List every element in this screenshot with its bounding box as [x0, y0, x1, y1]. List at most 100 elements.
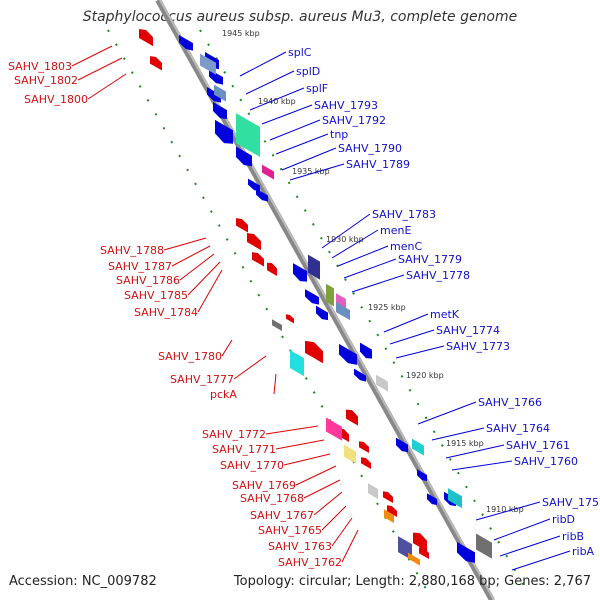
gene-box-6 — [326, 283, 334, 307]
right-gene-label: SAHV_1792 — [322, 114, 386, 127]
right-leader-line — [493, 518, 551, 541]
gene-box-20 — [272, 319, 282, 331]
right-leader-line — [389, 329, 435, 345]
gene-box-16 — [448, 488, 462, 509]
right-leader-line — [431, 427, 485, 441]
left-gene-label: SAHV_1800 — [24, 93, 88, 106]
gene-box-19 — [476, 533, 492, 559]
left-leader-line — [221, 339, 233, 357]
reverse-gene-5 — [213, 102, 227, 120]
forward-gene-7 — [286, 314, 294, 324]
forward-gene-12 — [361, 457, 371, 470]
topology-text: Topology: circular; Length: 2,880,168 bp… — [233, 574, 591, 589]
right-leader-line — [417, 401, 477, 425]
gene-box-8 — [336, 302, 350, 321]
right-gene-label: SAHV_1761 — [506, 439, 570, 452]
gene-box-1 — [200, 53, 216, 75]
right-leader-line — [383, 313, 429, 333]
gene-box-13 — [368, 483, 378, 500]
right-gene-label: ribB — [562, 530, 584, 543]
gene-box-15 — [412, 438, 424, 456]
forward-gene-8 — [305, 340, 323, 364]
right-leader-line — [261, 104, 313, 125]
right-gene-label: ribA — [572, 545, 595, 558]
right-leader-line — [321, 213, 371, 249]
right-leader-line — [337, 245, 389, 267]
gene-box-12 — [344, 444, 356, 464]
forward-gene-4 — [247, 233, 261, 251]
left-gene-label: pckA — [210, 388, 237, 401]
reverse-gene-7 — [236, 146, 252, 167]
left-leader-line — [171, 245, 211, 267]
left-gene-label: SAHV_1786 — [116, 274, 180, 287]
right-leader-line — [289, 163, 345, 181]
right-gene-label: splD — [296, 65, 320, 78]
left-leader-line — [163, 237, 207, 251]
reverse-gene-4 — [207, 87, 221, 103]
left-gene-label: SAHV_1765 — [258, 524, 322, 537]
reverse-gene-6 — [215, 119, 233, 144]
right-gene-label: SAHV_1790 — [338, 142, 402, 155]
left-gene-label: SAHV_1802 — [14, 74, 78, 87]
right-gene-label: SAHV_1773 — [446, 340, 510, 353]
left-leader-line — [77, 57, 123, 81]
forward-gene-11 — [359, 441, 369, 454]
forward-gene-9 — [346, 409, 358, 426]
left-gene-label: SAHV_1771 — [212, 443, 276, 456]
left-leader-line — [331, 517, 353, 547]
tick-track-outer-right — [199, 29, 531, 597]
forward-gene-16 — [419, 547, 429, 560]
kbp-label: 1920 kbp — [406, 371, 444, 380]
right-gene-label: SAHV_1774 — [436, 324, 500, 337]
kbp-label: 1940 kbp — [258, 97, 296, 106]
right-gene-label: splC — [288, 46, 312, 59]
gene-box-18 — [408, 552, 420, 566]
right-leader-line — [343, 258, 397, 279]
reverse-gene-11 — [305, 289, 319, 305]
reverse-gene-17 — [417, 469, 427, 482]
right-gene-label: SAHV_1783 — [372, 208, 436, 221]
left-leader-line — [233, 355, 267, 380]
right-leader-line — [245, 70, 295, 95]
left-leader-line — [187, 261, 221, 296]
gene-box-7 — [336, 293, 346, 310]
right-gene-label: SAHV_1766 — [478, 396, 542, 409]
reverse-gene-8 — [248, 178, 260, 192]
gene-box-9 — [290, 350, 304, 377]
right-gene-label: SAHV_1757 — [542, 496, 600, 509]
reverse-gene-9 — [256, 188, 268, 202]
kbp-label: 1915 kbp — [446, 439, 484, 448]
right-leader-line — [239, 51, 287, 77]
reverse-gene-16 — [396, 437, 408, 453]
forward-gene-3 — [236, 218, 248, 233]
left-leader-line — [283, 453, 331, 466]
right-gene-label: SAHV_1760 — [514, 455, 578, 468]
gene-box-14 — [384, 509, 394, 524]
kbp-label: 1925 kbp — [368, 303, 406, 312]
reverse-gene-1 — [179, 35, 193, 51]
right-gene-label: SAHV_1778 — [406, 269, 470, 282]
reverse-gene-10 — [293, 263, 307, 282]
forward-gene-13 — [383, 491, 393, 504]
reverse-gene-13 — [339, 343, 357, 365]
right-gene-label: metK — [430, 308, 460, 321]
reverse-gene-18 — [427, 493, 437, 506]
left-leader-line — [71, 45, 113, 67]
right-leader-line — [331, 229, 379, 259]
right-gene-label: SAHV_1793 — [314, 99, 378, 112]
accession-text: Accession: NC_009782 — [9, 574, 157, 589]
right-leader-line — [451, 460, 513, 471]
reverse-gene-14 — [360, 342, 372, 359]
left-gene-label: SAHV_1788 — [100, 244, 164, 257]
right-leader-line — [499, 535, 561, 557]
kbp-label: 1910 kbp — [486, 505, 524, 514]
left-leader-line — [275, 439, 325, 450]
right-gene-label: SAHV_1779 — [398, 253, 462, 266]
right-gene-label: SAHV_1789 — [346, 158, 410, 171]
left-leader-line — [341, 529, 359, 563]
left-gene-label: SAHV_1803 — [8, 60, 72, 73]
right-gene-label: menE — [380, 224, 411, 237]
left-gene-label: SAHV_1770 — [220, 459, 284, 472]
forward-gene-14 — [387, 505, 397, 518]
